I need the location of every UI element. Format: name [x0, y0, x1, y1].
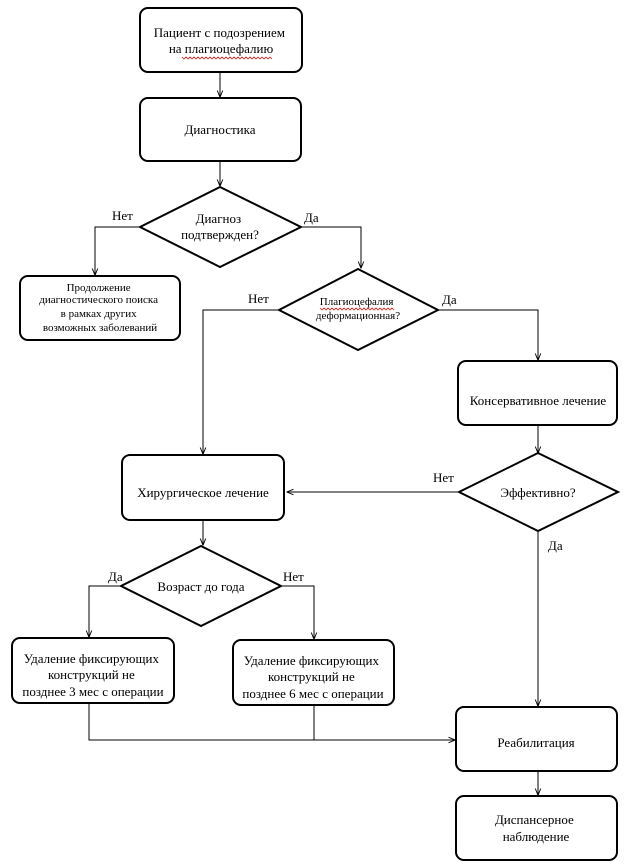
diagnostics-line-1: Диагностика: [184, 122, 255, 137]
removal-6-line-2: конструкций не: [268, 669, 355, 684]
edge-label-deform-yes: Да: [442, 292, 457, 307]
shapes: [11, 7, 621, 861]
effective-text: Эффективно?: [500, 485, 576, 500]
conservative-line-1: Консервативное лечение: [470, 393, 607, 408]
diagnosis-confirmed-decision: [137, 185, 304, 269]
spellcheck-underlines: [181, 56, 395, 311]
deformational-text: Плагиоцефалия деформационная?: [316, 296, 400, 322]
rehab-text: Реабилитация: [497, 735, 574, 750]
diagnostics-box: [139, 97, 302, 162]
continue-search-line-1: Продолжение: [67, 282, 131, 294]
spellcheck-underline-start: [181, 56, 273, 60]
edge-deform-yes: [438, 309, 538, 360]
conservative-box: [457, 360, 618, 426]
edge-diag-yes: [301, 226, 361, 268]
surgical-line-1: Хирургическое лечение: [137, 485, 269, 500]
removal-3-text: Удаление фиксирующих конструкций не позд…: [22, 651, 163, 699]
continue-search-line-3: в рамках других: [61, 308, 137, 320]
edge-label-diag-yes: Да: [304, 210, 319, 225]
effective-decision: [456, 451, 621, 533]
followup-line-2: наблюдение: [503, 829, 570, 844]
edge-label-deform-no: Нет: [248, 291, 269, 306]
start-line-2: на плагиоцефалию: [169, 41, 274, 56]
diagnosis-confirmed-line-2: подтвержден?: [181, 227, 259, 242]
continue-search-text: Продолжение диагностического поиска в ра…: [39, 282, 160, 334]
rehab-box: [455, 706, 618, 772]
effective-line-1: Эффективно?: [500, 485, 576, 500]
followup-text: Диспансерное наблюдение: [495, 812, 577, 844]
continue-search-line-4: возможных заболеваний: [43, 322, 157, 334]
edge-age-yes: [89, 585, 121, 637]
rehab-line-1: Реабилитация: [497, 735, 574, 750]
removal-3-line-1: Удаление фиксирующих: [24, 651, 160, 666]
age-line-1: Возраст до года: [157, 579, 244, 594]
connectors: [89, 72, 538, 795]
diagnosis-confirmed-line-1: Диагноз: [196, 211, 242, 226]
edge-label-eff-no: Нет: [433, 470, 454, 485]
continue-search-box: [19, 275, 181, 341]
start-box: [139, 7, 303, 73]
surgical-text: Хирургическое лечение: [137, 485, 269, 500]
edge-diag-no: [95, 226, 140, 275]
removal-6-box: [232, 639, 395, 706]
followup-box: [455, 795, 618, 861]
node-labels: Пациент с подозрением на плагиоцефалию Д…: [22, 25, 606, 844]
removal-3-line-2: конструкций не: [48, 667, 135, 682]
surgical-box: [121, 454, 285, 521]
removal-6-text: Удаление фиксирующих конструкций не позд…: [242, 653, 383, 701]
edge-label-diag-no: Нет: [112, 208, 133, 223]
age-text: Возраст до года: [157, 579, 244, 594]
removal-3-box: [11, 637, 175, 704]
conservative-text: Консервативное лечение: [470, 393, 607, 408]
edge-label-age-no: Нет: [283, 569, 304, 584]
edge-removal3-to-rehab: [88, 703, 455, 740]
diagnosis-confirmed-text: Диагноз подтвержден?: [181, 211, 259, 242]
diagnostics-text: Диагностика: [184, 122, 255, 137]
edge-deform-no: [203, 309, 279, 454]
age-decision: [118, 544, 284, 628]
edge-label-age-yes: Да: [108, 569, 123, 584]
deformational-line-2: деформационная?: [316, 310, 400, 322]
edge-labels: Нет Да Нет Да Нет Да Да Нет: [108, 208, 563, 584]
start-line-1: Пациент с подозрением: [154, 25, 285, 40]
removal-6-line-3: позднее 6 мес с операции: [242, 686, 383, 701]
edge-age-no: [281, 585, 314, 639]
spellcheck-underline-deform: [319, 307, 395, 311]
followup-line-1: Диспансерное: [495, 812, 574, 827]
start-text: Пациент с подозрением на плагиоцефалию: [154, 25, 289, 56]
edge-label-eff-yes: Да: [548, 538, 563, 553]
continue-search-line-2: диагностического поиска: [39, 294, 158, 306]
removal-3-line-3: позднее 3 мес с операции: [22, 684, 163, 699]
removal-6-line-1: Удаление фиксирующих: [244, 653, 380, 668]
deformational-line-1: Плагиоцефалия: [320, 296, 394, 308]
